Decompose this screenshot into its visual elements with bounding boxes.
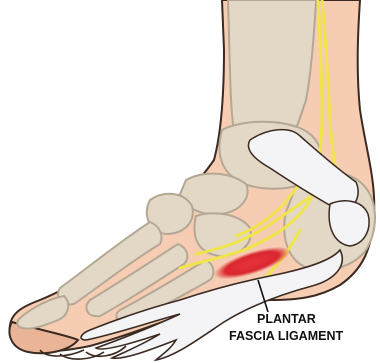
plantar-fascia-label-line1: PLANTAR xyxy=(257,312,316,327)
plantar-fascia-label-line2: FASCIA LIGAMENT xyxy=(229,329,343,344)
